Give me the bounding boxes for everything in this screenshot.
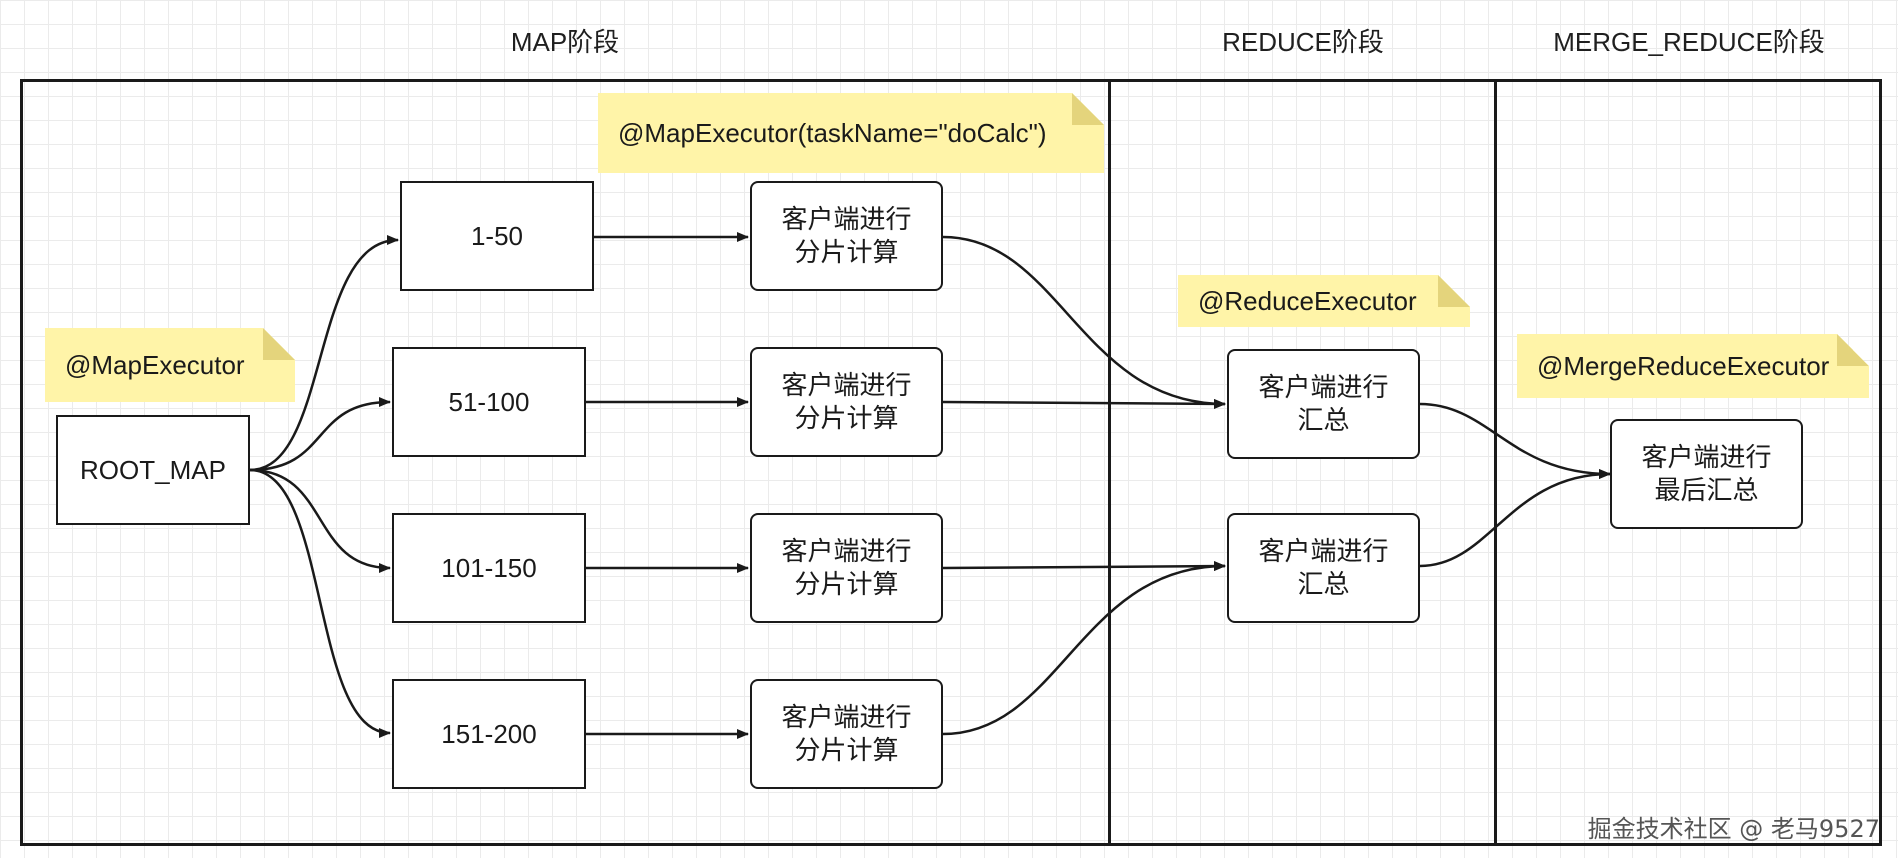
edge-reduce-1-to-merge — [1419, 402, 1611, 479]
stage-label-merge-reduce: MERGE_REDUCE阶段 — [1553, 27, 1825, 57]
edge-reduce-2-to-merge — [1419, 469, 1611, 568]
node-shard-calc-2[interactable]: 客户端进行 分片计算 — [750, 347, 943, 457]
stage-label-map: MAP阶段 — [510, 27, 620, 57]
note-merge-reduce-executor-text: @MergeReduceExecutor — [1537, 350, 1830, 381]
node-range-101-150[interactable]: 101-150 — [392, 513, 586, 623]
edge-root-to-range-3 — [249, 468, 391, 573]
node-shard-calc-4[interactable]: 客户端进行 分片计算 — [750, 679, 943, 789]
note-map-executor-text: @MapExecutor — [65, 349, 245, 380]
edge-root-to-range-2 — [249, 397, 391, 472]
frame-left — [20, 79, 23, 846]
node-shard-calc-1[interactable]: 客户端进行 分片计算 — [750, 181, 943, 291]
node-reduce-1[interactable]: 客户端进行 汇总 — [1227, 349, 1420, 459]
node-range-51-100[interactable]: 51-100 — [392, 347, 586, 457]
frame-right — [1879, 79, 1882, 846]
divider-reduce-merge — [1494, 79, 1497, 846]
note-reduce-executor: @ReduceExecutor — [1178, 275, 1470, 327]
edge-shard-1-to-reduce-1 — [942, 235, 1226, 409]
watermark: 掘金技术社区 @ 老马9527 — [1587, 815, 1880, 843]
note-merge-reduce-executor: @MergeReduceExecutor — [1517, 334, 1869, 398]
edge-shard-4-to-reduce-2 — [942, 561, 1226, 736]
note-map-executor: @MapExecutor — [45, 328, 295, 402]
node-merge-final[interactable]: 客户端进行 最后汇总 — [1610, 419, 1803, 529]
note-reduce-executor-text: @ReduceExecutor — [1198, 285, 1417, 316]
node-range-151-200[interactable]: 151-200 — [392, 679, 586, 789]
frame-bottom — [20, 843, 1882, 846]
edge-shard-2-to-reduce-1 — [942, 398, 1226, 409]
edge-shard-3-to-reduce-2 — [942, 561, 1226, 572]
note-map-executor-task-text: @MapExecutor(taskName="doCalc") — [618, 117, 1047, 148]
note-map-executor-task: @MapExecutor(taskName="doCalc") — [598, 93, 1104, 173]
stage-label-reduce: REDUCE阶段 — [1222, 27, 1384, 57]
divider-map-reduce — [1108, 79, 1111, 846]
edge-root-to-range-1 — [249, 235, 399, 472]
node-shard-calc-3[interactable]: 客户端进行 分片计算 — [750, 513, 943, 623]
edge-root-to-range-4 — [249, 468, 391, 738]
node-reduce-2[interactable]: 客户端进行 汇总 — [1227, 513, 1420, 623]
node-range-1-50[interactable]: 1-50 — [400, 181, 594, 291]
node-root-map[interactable]: ROOT_MAP — [56, 415, 250, 525]
frame-top — [20, 79, 1882, 82]
